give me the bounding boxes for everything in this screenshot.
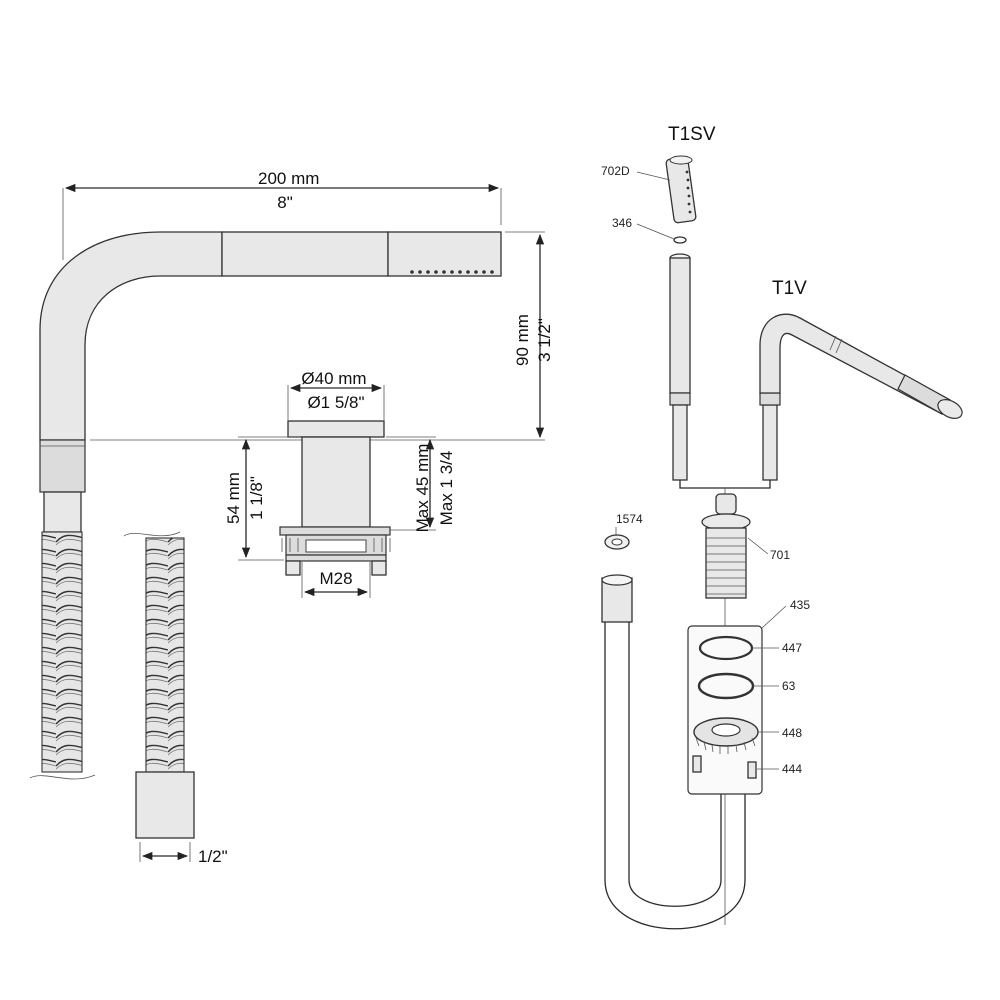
height-in-label: 3 1/2" bbox=[535, 318, 554, 362]
max-thickness-in-label: Max 1 3/4 bbox=[437, 451, 456, 526]
hose-connection-label: 1/2" bbox=[198, 847, 228, 866]
t1v-spout bbox=[759, 313, 963, 481]
width-mm-label: 200 mm bbox=[258, 169, 319, 188]
diameter-mm-label: Ø40 mm bbox=[301, 369, 366, 388]
diameter-in-label: Ø1 5/8" bbox=[307, 393, 364, 412]
nut-448 bbox=[693, 717, 759, 754]
part-444-label: 444 bbox=[782, 762, 802, 776]
part-702d-label: 702D bbox=[601, 164, 630, 178]
base-section-view: Ø40 mm Ø1 5/8" 54 mm 1 1/8" Max 45 mm Ma… bbox=[224, 369, 456, 598]
o-ring-346 bbox=[673, 236, 687, 244]
model-t1v-label: T1V bbox=[772, 278, 807, 299]
base-height-in-label: 1 1/8" bbox=[247, 476, 266, 520]
hose-u-loop bbox=[601, 574, 746, 930]
part-447-label: 447 bbox=[782, 641, 802, 655]
shank-701 bbox=[701, 493, 751, 599]
model-t1sv-label: T1SV bbox=[668, 124, 716, 145]
hose-end-view: 1/2" bbox=[123, 531, 228, 866]
part-701-label: 701 bbox=[770, 548, 790, 562]
plate-435 bbox=[687, 625, 763, 795]
screws-444 bbox=[692, 755, 757, 779]
part-448-label: 448 bbox=[782, 726, 802, 740]
t1sv-holder bbox=[669, 253, 691, 481]
part-346-label: 346 bbox=[612, 216, 632, 230]
spout-side-view: 200 mm 8" 90 mm 3 1/2" bbox=[29, 169, 554, 780]
exploded-view: T1SV T1V bbox=[601, 124, 963, 930]
width-in-label: 8" bbox=[277, 193, 293, 212]
part-63-label: 63 bbox=[782, 679, 796, 693]
spray-holes bbox=[410, 270, 494, 274]
height-mm-label: 90 mm bbox=[513, 314, 532, 366]
part-435-label: 435 bbox=[790, 598, 810, 612]
thread-label: M28 bbox=[319, 569, 352, 588]
hand-shower-702d bbox=[665, 155, 697, 224]
base-height-mm-label: 54 mm bbox=[224, 472, 243, 524]
max-thickness-mm-label: Max 45 mm bbox=[413, 444, 432, 533]
part-1574-label: 1574 bbox=[616, 512, 643, 526]
